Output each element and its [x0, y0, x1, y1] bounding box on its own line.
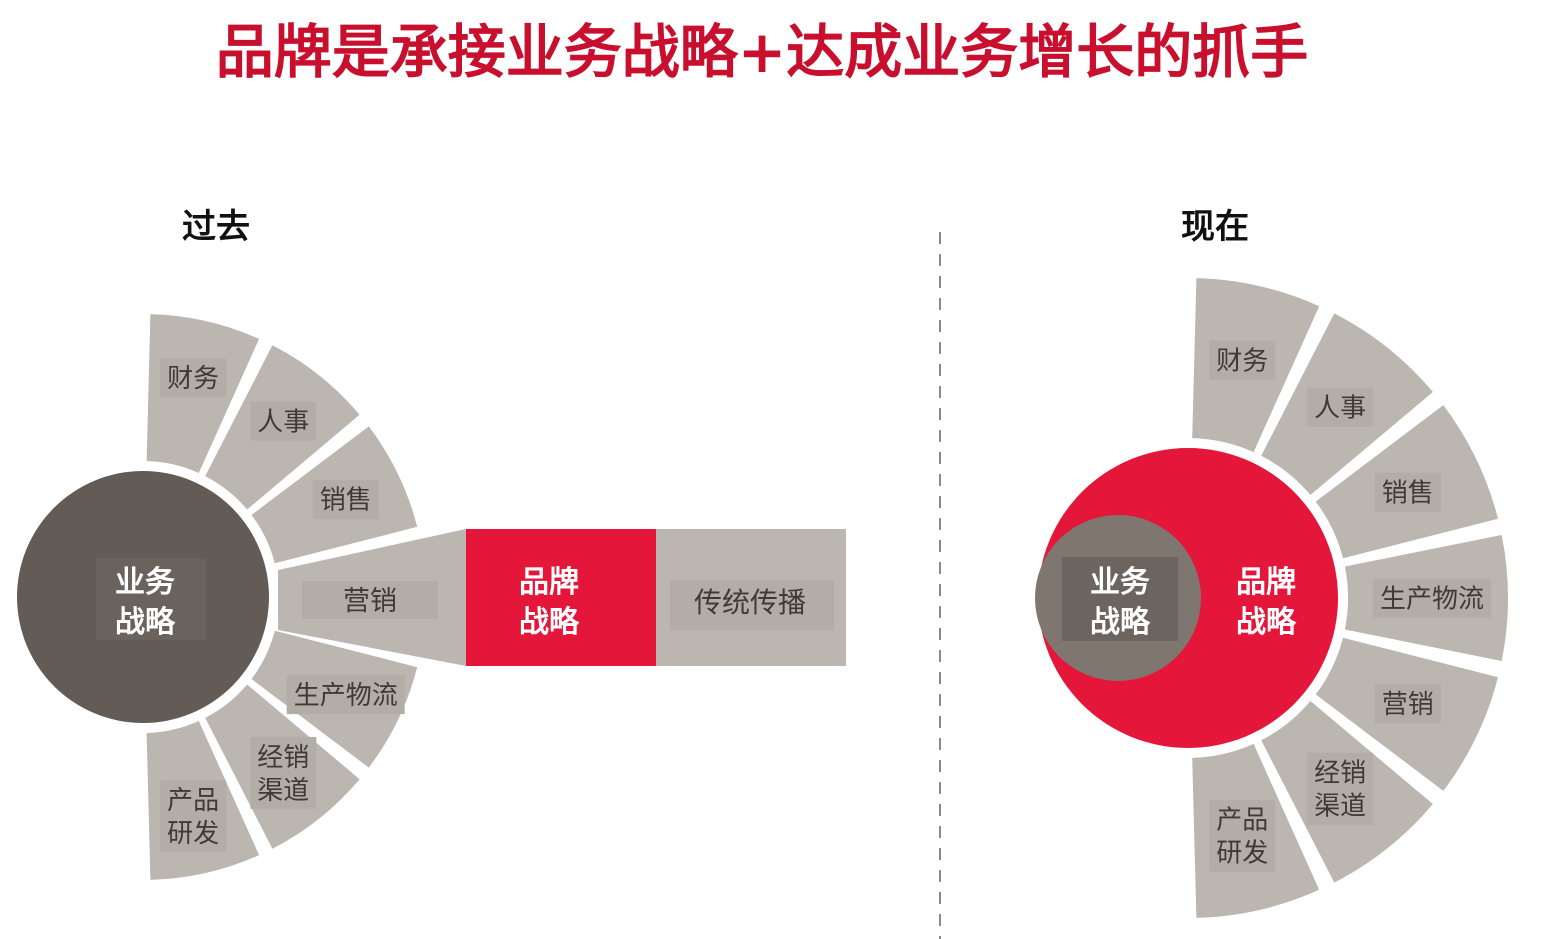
past-segment-logistics-label: 生产物流 — [294, 681, 398, 711]
past-brand-label-line1: 品牌 — [519, 565, 579, 600]
present-segment-hr-label: 人事 — [1314, 394, 1366, 424]
past-segment-sales-label-box — [312, 479, 379, 519]
present-segment-channel-label: 渠道 — [1314, 792, 1366, 822]
past-segment-hr-label: 人事 — [257, 407, 309, 437]
past-core-label-box — [96, 558, 206, 640]
past-core-label-line2: 战略 — [115, 605, 176, 640]
present-heading: 现在 — [1181, 207, 1249, 247]
present-brand-label-line1: 品牌 — [1236, 565, 1296, 600]
present-segment-finance-label: 财务 — [1216, 347, 1268, 377]
past-segment-channel-label: 经销 — [257, 743, 309, 773]
past-segment-rnd-label-box — [160, 780, 227, 853]
present-segment-channel-label-box — [1307, 752, 1374, 825]
past-segment-rnd-label: 产品 — [167, 786, 219, 816]
past-traditional-label-box — [670, 580, 834, 630]
past-segment-hr-label-box — [250, 401, 317, 441]
present-segment-logistics-label: 生产物流 — [1380, 584, 1484, 614]
present-core-label-box — [1062, 557, 1178, 641]
page-title: 品牌是承接业务战略+达成业务增长的抓手 — [216, 18, 1309, 86]
past-segment-finance-label: 财务 — [167, 364, 219, 394]
past-segment-logistics-label-box — [286, 675, 405, 715]
present-segment-rnd-label: 研发 — [1216, 839, 1268, 869]
past-segment-channel-label-box — [250, 736, 317, 809]
present-core-label-line2: 战略 — [1090, 605, 1151, 640]
present-segment-logistics-label-box — [1373, 578, 1491, 618]
present-segment-rnd-label: 产品 — [1216, 806, 1268, 836]
past-core-label-line1: 业务 — [115, 565, 175, 600]
present-segment-sales-label: 销售 — [1382, 479, 1434, 509]
present-brand-label-line2: 战略 — [1236, 605, 1297, 640]
past-segment-finance-label-box — [160, 358, 227, 398]
present-segment-sales-label-box — [1374, 472, 1441, 512]
past-segment-rnd-label: 研发 — [167, 819, 219, 849]
present-core-label-line1: 业务 — [1090, 565, 1150, 600]
past-brand-box — [466, 529, 656, 666]
present-segment-marketing-label: 营销 — [1382, 690, 1434, 720]
present-segment-rnd-label-box — [1209, 799, 1276, 872]
past-brand-label-line2: 战略 — [519, 605, 580, 640]
present-segment-channel-label: 经销 — [1314, 759, 1366, 789]
past-segment-sales-label: 销售 — [320, 486, 372, 516]
past-marketing-label: 营销 — [343, 586, 397, 617]
past-heading: 过去 — [182, 207, 250, 247]
past-traditional-label: 传统传播 — [694, 586, 806, 619]
present-segment-marketing-label-box — [1374, 684, 1441, 724]
past-marketing-label-box — [302, 581, 438, 619]
present-segment-finance-label-box — [1209, 340, 1276, 380]
present-segment-hr-label-box — [1307, 387, 1374, 427]
past-segment-channel-label: 渠道 — [257, 776, 309, 806]
